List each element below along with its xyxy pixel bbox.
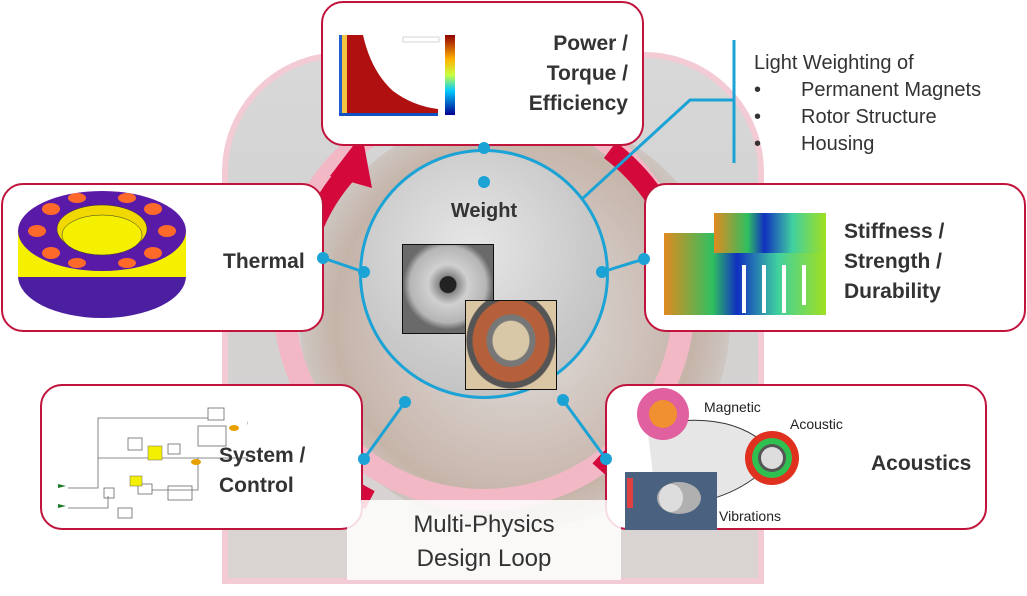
design-loop-title: Multi-Physics Design Loop bbox=[347, 500, 621, 580]
connector-dot bbox=[638, 253, 650, 265]
thermal-motor-model bbox=[18, 191, 186, 318]
list-item: •Permanent Magnets bbox=[754, 79, 982, 101]
vibrations-label: Vibrations bbox=[719, 508, 782, 524]
node-system-control[interactable]: System / Control bbox=[40, 384, 363, 530]
acoustic-label: Acoustic bbox=[790, 416, 843, 432]
node-thermal[interactable]: Thermal bbox=[1, 183, 324, 332]
stator-winding-photo bbox=[465, 300, 557, 390]
connector-dot bbox=[596, 266, 608, 278]
connector-dot bbox=[358, 453, 370, 465]
fea-stress-model bbox=[664, 213, 826, 315]
simulink-block-diagram bbox=[58, 407, 248, 519]
connector-dot bbox=[399, 396, 411, 408]
center-weight-node[interactable]: Weight bbox=[359, 149, 609, 399]
system-label: System / Control bbox=[219, 444, 306, 497]
efficiency-map-plot bbox=[333, 31, 463, 123]
list-item: •Housing bbox=[754, 133, 875, 155]
list-item: •Rotor Structure bbox=[754, 106, 937, 128]
connector-dot bbox=[557, 394, 569, 406]
node-power-torque-efficiency[interactable]: Power / Torque / Efficiency bbox=[321, 1, 644, 146]
acoustics-coupling-figure bbox=[625, 388, 799, 530]
connector-dot bbox=[478, 142, 490, 154]
acoustics-label: Acoustics bbox=[871, 452, 972, 475]
connector-dot bbox=[600, 453, 612, 465]
connector-dot bbox=[358, 266, 370, 278]
thermal-label: Thermal bbox=[223, 250, 305, 273]
light-weighting-callout: Light Weighting of •Permanent Magnets •R… bbox=[754, 50, 981, 158]
light-weighting-heading: Light Weighting of bbox=[754, 52, 914, 74]
stiffness-label: Stiffness / Strength / Durability bbox=[844, 220, 945, 303]
weight-label: Weight bbox=[450, 200, 518, 222]
power-label: Power / Torque / Efficiency bbox=[528, 32, 628, 115]
node-stiffness-strength-durability[interactable]: Stiffness / Strength / Durability bbox=[644, 183, 1026, 332]
magnetic-label: Magnetic bbox=[704, 399, 761, 415]
connector-dot bbox=[478, 176, 490, 188]
node-acoustics[interactable]: Magnetic Acoustic Vibrations Acoustics bbox=[605, 384, 987, 530]
connector-dot bbox=[317, 252, 329, 264]
